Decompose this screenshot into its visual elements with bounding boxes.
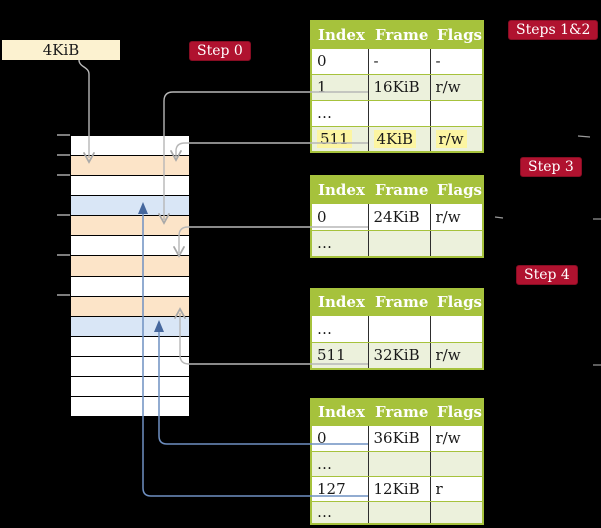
tick-mark [57, 174, 70, 176]
table-cell [367, 229, 430, 258]
table-cell: r/w [429, 424, 483, 452]
table-cell [367, 99, 430, 127]
table-cell: … [311, 99, 368, 127]
tick-mark [57, 154, 70, 156]
table-cell [367, 450, 430, 477]
memory-row-blue [71, 196, 189, 217]
badge-step-0: Step 0 [189, 41, 251, 61]
table-row: 511 4KiB r/w [311, 125, 483, 153]
tick-mark [57, 294, 70, 296]
memory-row-white [71, 397, 189, 417]
memory-row-peach [71, 256, 189, 277]
table-cell [429, 229, 483, 258]
table-cell: - [367, 47, 430, 75]
table-cell: r [429, 475, 483, 502]
highlighted-value: r/w [435, 129, 467, 148]
column-header: Index [310, 288, 369, 316]
table-cell: … [311, 229, 368, 258]
table-cell [429, 314, 483, 343]
table-cell: 0 [311, 202, 368, 231]
column-header: Frame [367, 398, 431, 426]
table-cell: 1 [311, 73, 368, 101]
line-stub-table2 [494, 216, 504, 219]
column-header: Flags [429, 288, 484, 316]
table-cell: r/w [429, 125, 483, 153]
table-cell: 127 [311, 475, 368, 502]
column-header: Index [310, 398, 369, 426]
table-cell [429, 500, 483, 525]
table-cell: - [429, 47, 483, 75]
table-row: … [311, 314, 483, 343]
memory-row-peach [71, 296, 189, 317]
column-header: Index [310, 20, 369, 49]
memory-row-white [71, 336, 189, 357]
highlighted-value: 511 [317, 129, 352, 148]
table-cell: r/w [429, 73, 483, 101]
table-row: … [311, 99, 483, 127]
table-cell [429, 450, 483, 477]
table-cell: 4KiB [367, 125, 430, 153]
table-cell: 0 [311, 47, 368, 75]
column-header: Flags [429, 175, 484, 204]
table-cell [429, 99, 483, 127]
table-cell [367, 314, 430, 343]
table-cell: … [311, 500, 368, 525]
tick-mark [57, 214, 70, 216]
table-cell: 0 [311, 424, 368, 452]
memory-row-blue [71, 316, 189, 337]
table-cell: … [311, 450, 368, 477]
table-cell: … [311, 314, 368, 343]
table-cell: 16KiB [367, 73, 430, 101]
table-cell: r/w [429, 202, 483, 231]
badge-steps-1-2: Steps 1&2 [508, 20, 599, 40]
column-header: Flags [429, 20, 484, 49]
memory-column [70, 135, 190, 417]
column-header: Frame [367, 175, 431, 204]
line-stub-right-table1 [577, 135, 591, 138]
column-header: Frame [367, 20, 431, 49]
table-cell: 32KiB [367, 341, 430, 370]
badge-step-4: Step 4 [516, 265, 578, 285]
frame-size-label: 4KiB [2, 40, 120, 60]
highlighted-value: 4KiB [373, 129, 417, 148]
table-cell: 36KiB [367, 424, 430, 452]
table-cell: r/w [429, 341, 483, 370]
column-header: Frame [367, 288, 431, 316]
column-header: Flags [429, 398, 484, 426]
table-row: … [311, 450, 483, 477]
badge-step-3: Step 3 [520, 157, 582, 177]
memory-row-white [71, 276, 189, 297]
memory-row-peach [71, 156, 189, 177]
table-cell: 511 [311, 341, 368, 370]
table-row: … [311, 229, 483, 258]
table-cell: 24KiB [367, 202, 430, 231]
table-cell: 511 [311, 125, 368, 153]
table-row: … [311, 500, 483, 525]
table-row: 0-- [311, 47, 483, 75]
memory-row-white [71, 236, 189, 257]
memory-row-peach [71, 216, 189, 237]
memory-row-white [71, 376, 189, 398]
tick-mark [57, 134, 70, 136]
memory-row-white [71, 356, 189, 377]
column-header: Index [310, 175, 369, 204]
memory-row-white [71, 176, 189, 197]
table-cell [367, 500, 430, 525]
table-cell: 12KiB [367, 475, 430, 502]
tick-mark [57, 254, 70, 256]
memory-row-white [71, 136, 189, 157]
